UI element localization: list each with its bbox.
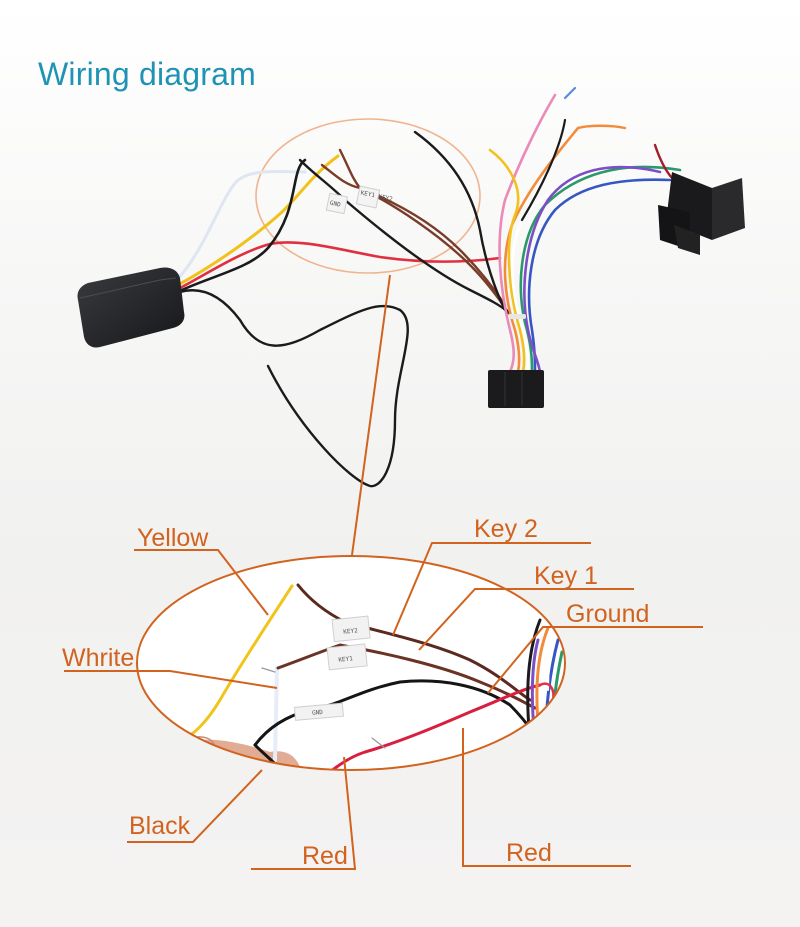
annotation-red-right: Red [462,728,631,867]
annotation-red-left: Red [251,756,357,870]
wire-brown-key2 [320,163,507,307]
label-yellow: Yellow [137,524,209,552]
page-title: Wiring diagram [38,56,256,92]
label-ground: Ground [566,600,649,628]
annotation-black: Black [127,769,263,843]
svg-text:KEY1: KEY1 [338,655,353,664]
control-module [77,267,185,348]
harness-connector [488,370,544,408]
wire-brown-key1 [338,148,512,317]
zoom-tag-key1: KEY1 [326,643,368,671]
label-key1: Key 1 [534,562,598,590]
wire-black-top [180,158,307,292]
svg-text:GND: GND [329,200,341,209]
wire-tag-key-pair: KEY1 KEY2 [355,185,394,209]
zoom-wire-red [298,683,542,770]
svg-text:KEY2: KEY2 [343,627,358,636]
label-black: Black [129,812,191,840]
label-red-left: Red [302,842,348,870]
zoom-wire-white [273,666,279,762]
zoom-wire-key2 [296,583,532,702]
iso-connector [658,172,745,255]
label-key2: Key 2 [474,515,538,543]
callout-ring-bottom [136,555,566,771]
wire-red [178,241,502,290]
annotation-key2: Key 2 [392,515,591,636]
wire-white [174,169,307,283]
zoom-wire-key1 [276,643,537,710]
label-white: Whrite [62,644,134,672]
annotation-white: Whrite [62,644,278,689]
zoom-wire-yellow [183,584,294,740]
wire-yellow [176,154,340,287]
harness-bundle [488,86,682,374]
product-photo: KEY1 KEY2 GND [77,86,745,488]
callout-connector-line [351,274,391,556]
annotation-key1: Key 1 [418,562,634,651]
wire-black-loop [178,289,409,488]
cable-tie [508,314,526,319]
label-red-right: Red [506,839,552,867]
wire-tag-gnd: GND [325,192,349,215]
wire-black-upper [413,130,507,312]
zoom-tag-key2: KEY2 [331,615,371,643]
zoom-tag-gnd: GND [293,702,344,721]
annotation-yellow: Yellow [134,524,269,616]
wire-black-gnd [298,158,510,314]
callout-ring-top [255,118,481,274]
svg-text:GND: GND [312,709,324,717]
zoom-wire-black [253,679,537,747]
annotation-ground: Ground [487,600,703,694]
